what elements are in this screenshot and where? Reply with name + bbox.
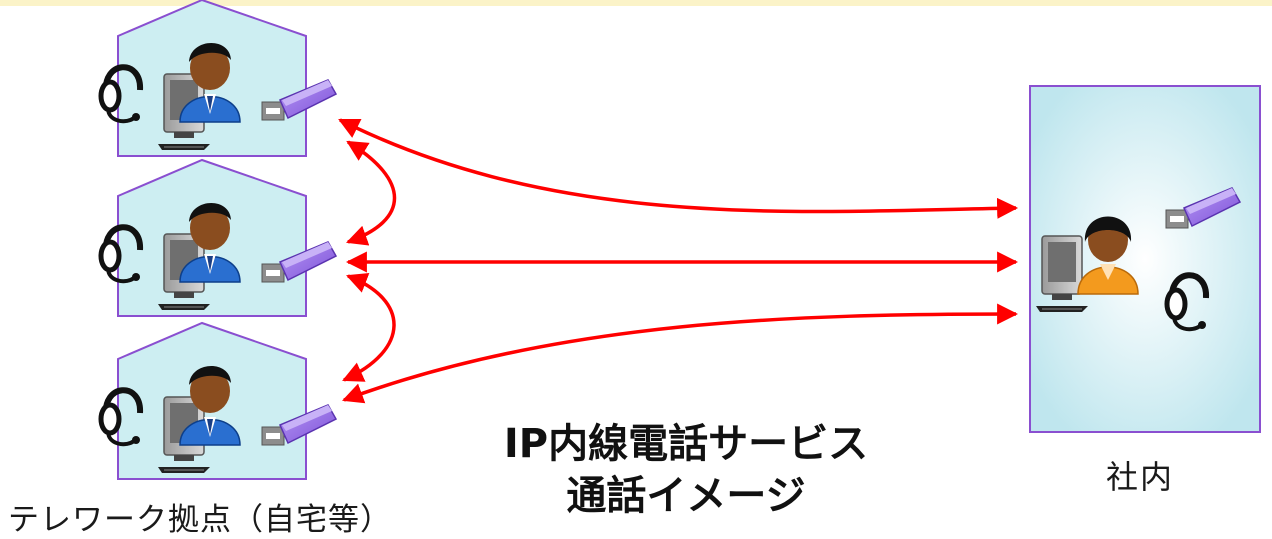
remote-site-1	[117, 0, 307, 157]
arrow-remote1-remote2	[346, 140, 397, 246]
call-arrows	[338, 118, 1019, 404]
title-line-2: 通話イメージ	[566, 473, 806, 519]
arrow-remote3-office	[342, 303, 1019, 404]
arrow-remote2-remote3	[342, 273, 396, 382]
arrow-remote1-office	[338, 118, 1019, 219]
remote-site-2	[117, 159, 307, 317]
title-line-1: IP内線電話サービス	[503, 421, 869, 467]
remote-site-3	[117, 322, 307, 480]
office-label: 社内	[1106, 458, 1175, 496]
top-band	[0, 0, 1272, 6]
remote-sites-label: テレワーク拠点（自宅等）	[8, 502, 392, 538]
office-box	[1029, 85, 1261, 433]
diagram-title: IP内線電話サービス 通話イメージ	[496, 418, 876, 522]
